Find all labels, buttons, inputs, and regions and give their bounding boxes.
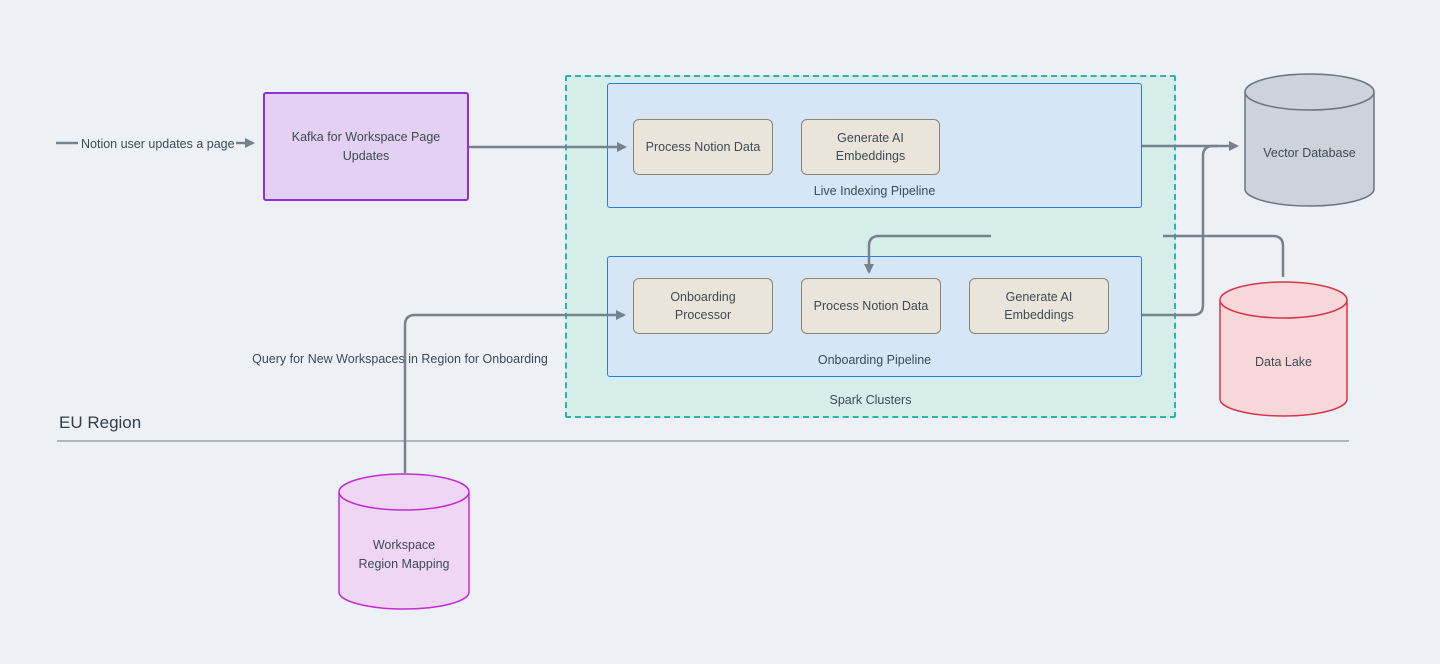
eu-region-label: EU Region xyxy=(59,413,142,432)
node-onboarding-processor-label: Onboarding Processor xyxy=(670,289,736,322)
node-workspace-region-mapping-label: Workspace Region Mapping xyxy=(358,538,450,571)
node-data-lake: Data Lake xyxy=(1219,281,1348,417)
node-onboarding-process-notion-data-label: Process Notion Data xyxy=(813,298,929,313)
container-spark-clusters-label: Spark Clusters xyxy=(829,393,912,407)
node-live-generate-ai-embeddings: Generate AI Embeddings xyxy=(801,119,940,175)
database-cylinder-icon xyxy=(338,473,470,610)
edge-data-lake-retrieve-right-segment xyxy=(1163,234,1285,277)
container-onboarding-pipeline-label: Onboarding Pipeline xyxy=(817,353,932,367)
container-live-indexing-pipeline-label: Live Indexing Pipeline xyxy=(813,184,936,198)
node-live-process-notion-data: Process Notion Data xyxy=(633,119,773,175)
database-cylinder-icon xyxy=(1219,281,1348,417)
edge-label-query-new-workspaces: Query for New Workspaces in Region for O… xyxy=(252,352,548,366)
edge-label-notion-user-updates: Notion user updates a page xyxy=(81,137,235,151)
node-onboarding-generate-ai-embeddings-label: Generate AI Embeddings xyxy=(1004,289,1074,322)
database-cylinder-icon xyxy=(1244,73,1375,207)
node-data-lake-label: Data Lake xyxy=(1255,354,1312,369)
node-kafka: Kafka for Workspace Page Updates xyxy=(263,92,469,201)
node-onboarding-process-notion-data: Process Notion Data xyxy=(801,278,941,334)
node-vector-database-label: Vector Database xyxy=(1263,145,1356,160)
node-live-process-notion-data-label: Process Notion Data xyxy=(645,139,761,154)
node-live-generate-ai-embeddings-label: Generate AI Embeddings xyxy=(835,130,906,163)
node-kafka-label: Kafka for Workspace Page Updates xyxy=(291,130,441,163)
node-onboarding-generate-ai-embeddings: Generate AI Embeddings xyxy=(969,278,1109,334)
node-onboarding-processor: Onboarding Processor xyxy=(633,278,773,334)
node-workspace-region-mapping: Workspace Region Mapping xyxy=(338,473,470,610)
node-vector-database: Vector Database xyxy=(1244,73,1375,207)
